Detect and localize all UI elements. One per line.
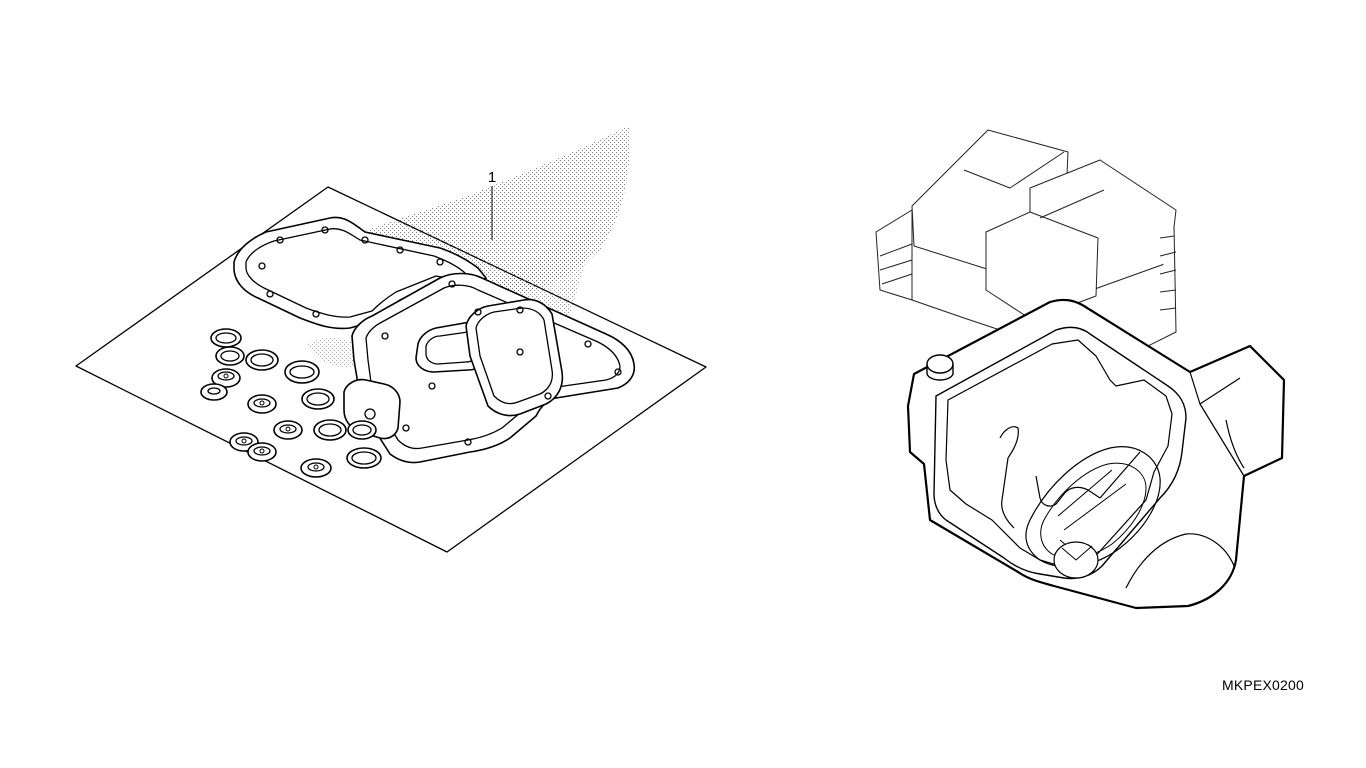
bracket-hole: [364, 408, 376, 420]
callout-number: 1: [488, 169, 496, 186]
crankcase-side-cover: [933, 326, 1187, 580]
diagram-reference-code: MKPEX0200: [1222, 677, 1304, 693]
oil-filler-cap: [926, 354, 954, 374]
gasket-kit-illustration: 1: [75, 125, 707, 553]
engine-illustration: [875, 129, 1286, 610]
clutch-cover: [1025, 446, 1161, 568]
oil-filler-cap-side: [926, 364, 954, 381]
cover-gasket-inner: [245, 228, 467, 318]
crankcase-gasket-line: [945, 339, 1173, 567]
drain-plug-mark: [1061, 545, 1093, 561]
clutch-cover-inner: [1040, 462, 1147, 559]
o-rings: [200, 328, 382, 478]
oil-pan-gasket-inner: [475, 307, 554, 405]
engine-side-bulge: [1189, 371, 1245, 477]
crankcase: [906, 298, 1286, 610]
engine-lower-curve: [1125, 533, 1235, 589]
bolt-holes: [258, 226, 622, 446]
crankcase-rib: [999, 426, 1141, 529]
